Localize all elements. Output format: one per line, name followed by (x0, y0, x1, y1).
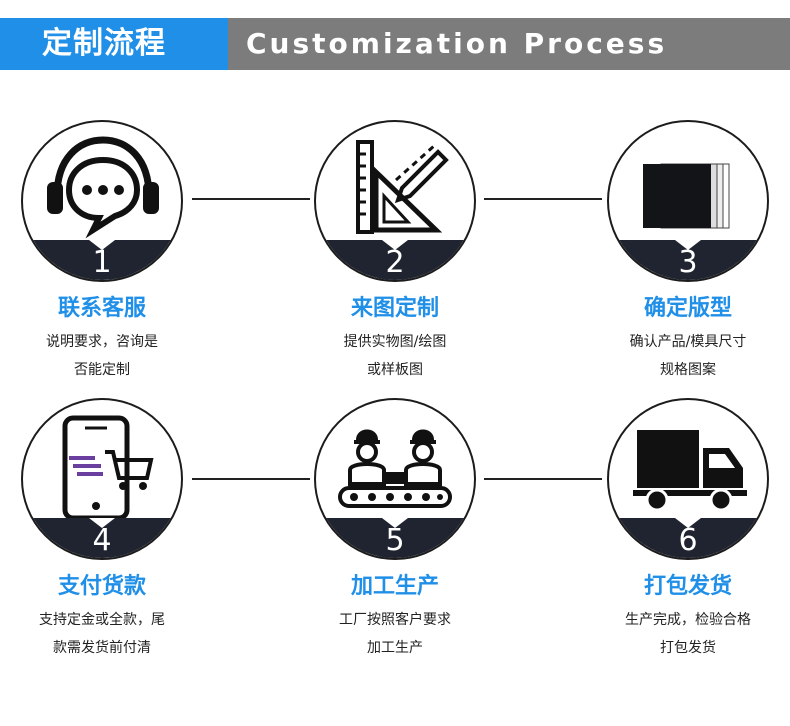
step-3: 3 确定版型 确认产品/模具尺寸 规格图案 (598, 120, 778, 384)
step-number: 3 (678, 245, 698, 280)
step-number: 6 (678, 523, 698, 558)
step-6: 6 打包发货 生产完成，检验合格 打包发货 (598, 398, 778, 662)
step-desc-line: 支持定金或全款，尾 (39, 612, 165, 628)
step-number: 5 (385, 523, 405, 558)
band-notch (675, 240, 701, 250)
band-notch (382, 518, 408, 528)
step-number: 2 (385, 245, 405, 280)
step-description: 确认产品/模具尺寸 规格图案 (598, 328, 778, 384)
header-title-en: Customization Process (228, 18, 790, 70)
page-header: 定制流程 Customization Process (0, 18, 790, 70)
step-desc-line: 或样板图 (367, 362, 423, 378)
step-title: 支付货款 (57, 574, 146, 599)
step-desc-line: 打包发货 (660, 640, 716, 656)
step-desc-line: 款需发货前付清 (53, 640, 151, 656)
step-circle: 6 (607, 398, 769, 560)
ruler-pencil-icon (316, 122, 474, 240)
connector-line (484, 478, 602, 480)
step-number: 1 (92, 245, 112, 280)
step-circle: 5 (314, 398, 476, 560)
band-notch (675, 518, 701, 528)
step-1: 1 联系客服 说明要求，咨询是 否能定制 (12, 120, 192, 384)
step-desc-line: 规格图案 (660, 362, 716, 378)
step-description: 提供实物图/绘图 或样板图 (305, 328, 485, 384)
step-title: 来图定制 (350, 296, 439, 321)
connector-line (484, 198, 602, 200)
step-desc-line: 加工生产 (367, 640, 423, 656)
band-notch (382, 240, 408, 250)
step-description: 支持定金或全款，尾 款需发货前付清 (12, 606, 192, 662)
band-notch (89, 518, 115, 528)
step-title: 加工生产 (350, 574, 439, 599)
step-title: 打包发货 (643, 574, 732, 599)
step-description: 工厂按照客户要求 加工生产 (305, 606, 485, 662)
connector-line (192, 198, 310, 200)
step-desc-line: 生产完成，检验合格 (625, 612, 751, 628)
step-desc-line: 说明要求，咨询是 (46, 334, 158, 350)
step-circle: 1 (21, 120, 183, 282)
step-circle: 4 (21, 398, 183, 560)
factory-workers-icon (316, 400, 474, 518)
step-description: 生产完成，检验合格 打包发货 (598, 606, 778, 662)
delivery-truck-icon (609, 400, 767, 518)
step-2: 2 来图定制 提供实物图/绘图 或样板图 (305, 120, 485, 384)
step-5: 5 加工生产 工厂按照客户要求 加工生产 (305, 398, 485, 662)
step-number: 4 (92, 523, 112, 558)
connector-line (192, 478, 310, 480)
step-desc-line: 提供实物图/绘图 (343, 334, 447, 350)
step-description: 说明要求，咨询是 否能定制 (12, 328, 192, 384)
band-notch (89, 240, 115, 250)
header-title-cn: 定制流程 (0, 18, 228, 70)
step-title: 确定版型 (643, 296, 732, 321)
phone-cart-icon (23, 400, 181, 521)
headset-chat-icon (23, 122, 181, 240)
step-desc-line: 否能定制 (74, 362, 130, 378)
step-circle: 3 (607, 120, 769, 282)
step-4: 4 支付货款 支持定金或全款，尾 款需发货前付清 (12, 398, 192, 662)
step-desc-line: 确认产品/模具尺寸 (629, 334, 747, 350)
step-desc-line: 工厂按照客户要求 (339, 612, 451, 628)
step-title: 联系客服 (57, 296, 146, 321)
step-circle: 2 (314, 120, 476, 282)
sample-cards-icon (609, 122, 767, 240)
